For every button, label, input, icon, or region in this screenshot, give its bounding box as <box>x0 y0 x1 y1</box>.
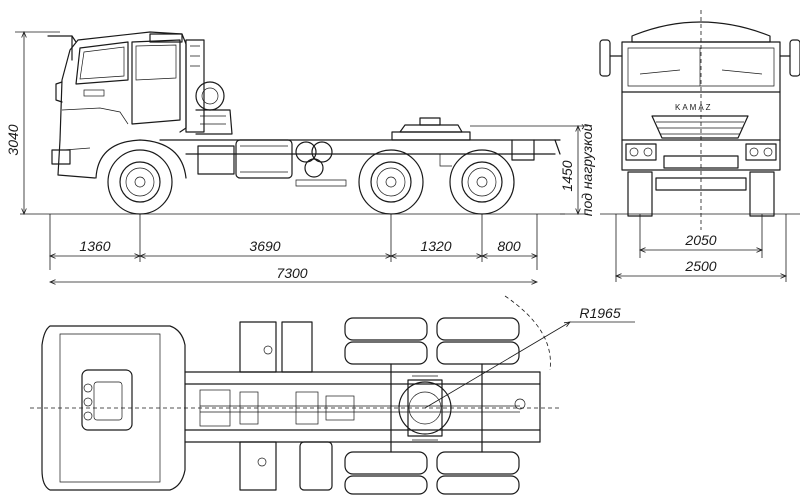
cab-side <box>47 31 187 179</box>
air-intake <box>185 39 233 135</box>
wheelbase-label: 3690 <box>249 238 280 254</box>
turn-radius-label: R1965 <box>579 305 620 321</box>
fuel-tank-top <box>239 321 277 373</box>
top-view <box>30 295 635 495</box>
bogie-spacing-label: 1320 <box>420 238 451 254</box>
cab-top <box>41 325 186 491</box>
air-tanks <box>295 141 347 187</box>
wheel-rear-2 <box>449 149 515 215</box>
side-view <box>20 31 565 215</box>
front-wheel-right <box>749 171 775 217</box>
height-fifth-wheel-label: 1450 <box>559 160 575 191</box>
turn-radius-arc <box>504 295 551 371</box>
rear-tires-top <box>344 317 520 495</box>
dimension-labels: 3040 1450 под нагрузкой 1360 3690 1320 8… <box>5 124 717 321</box>
brand-logo: KAMAZ <box>675 103 713 112</box>
length-total-label: 7300 <box>276 265 307 281</box>
height-total-label: 3040 <box>5 124 21 155</box>
fifth-wheel <box>391 117 471 141</box>
side-dimensions <box>15 32 588 282</box>
front-dimensions <box>616 214 786 282</box>
track-label: 2050 <box>684 232 716 248</box>
front-wheel-left <box>627 171 653 217</box>
wheel-front <box>95 139 187 215</box>
height-fifth-wheel-note: под нагрузкой <box>579 124 595 217</box>
front-overhang-label: 1360 <box>79 238 110 254</box>
width-total-label: 2500 <box>684 258 716 274</box>
wheel-rear-1 <box>358 149 424 215</box>
rear-overhang-label: 800 <box>497 238 521 254</box>
fuel-tank <box>197 139 293 179</box>
front-view: KAMAZ <box>599 10 800 230</box>
